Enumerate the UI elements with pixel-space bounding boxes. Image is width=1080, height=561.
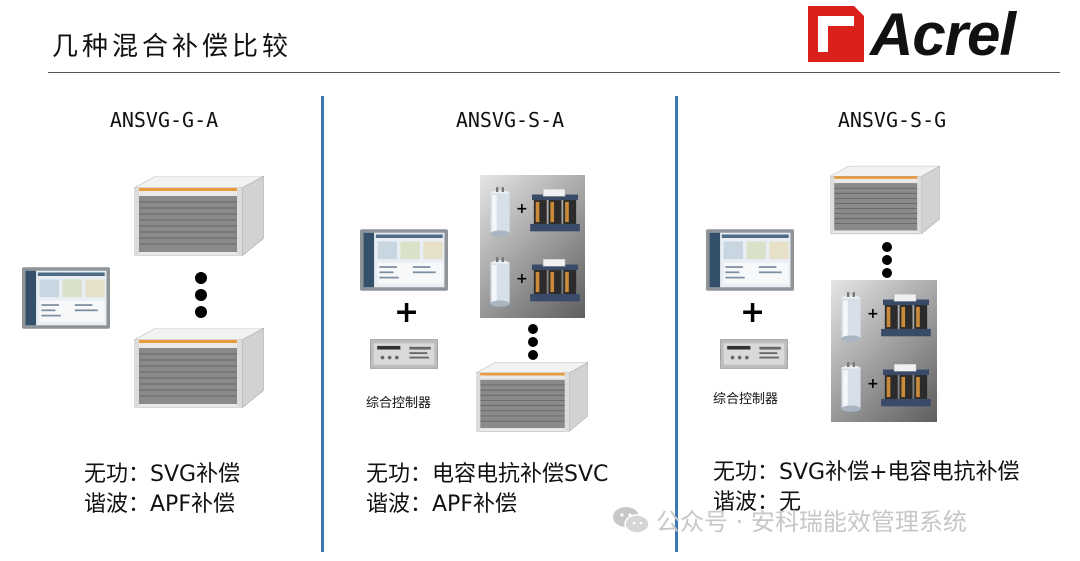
column-divider: [675, 96, 678, 552]
capacitor-icon: [839, 292, 863, 342]
acrel-logo-icon: [808, 6, 864, 62]
column-divider: [321, 96, 324, 552]
column-title-ansvg-g-a: ANSVG-G-A: [109, 108, 219, 132]
capacitor-icon: [488, 257, 512, 307]
reactor-icon: [530, 189, 580, 235]
plus-icon: +: [867, 376, 879, 392]
plus-icon: +: [867, 306, 879, 322]
reactor-icon: [881, 364, 931, 410]
reactive-compensation-text: 无功：电容电抗补偿SVC: [366, 462, 609, 487]
continuation-dot: [195, 272, 207, 284]
controller-label: 综合控制器: [713, 392, 779, 407]
reactor-icon: [530, 259, 580, 305]
harmonic-compensation-text: 谐波：APF补偿: [84, 492, 235, 517]
reactive-compensation-text: 无功：SVG补偿: [84, 462, 241, 487]
continuation-dot: [882, 242, 892, 252]
logo-text: Acrel: [870, 1, 1016, 68]
watermark: 公众号 · 安科瑞能效管理系统: [612, 502, 967, 537]
touch-screen-hmi: [22, 267, 110, 329]
harmonic-compensation-text: 谐波：APF补偿: [366, 492, 517, 517]
plus-icon: +: [516, 201, 528, 217]
column-title-ansvg-s-g: ANSVG-S-G: [837, 108, 947, 132]
harmonic-compensation-text: 谐波：无: [713, 490, 802, 515]
integrated-controller: [370, 336, 438, 372]
title-rule: [48, 72, 1060, 73]
column-title-ansvg-s-a: ANSVG-S-A: [455, 108, 565, 132]
svg-cabinet: [134, 328, 264, 408]
integrated-controller: [720, 336, 788, 372]
svg-cabinet: [134, 176, 264, 256]
continuation-dot: [195, 306, 207, 318]
plus-icon: +: [740, 295, 766, 330]
continuation-dot: [528, 324, 538, 334]
plus-icon: +: [516, 271, 528, 287]
continuation-dot: [195, 289, 207, 301]
capacitor-icon: [488, 187, 512, 237]
continuation-dot: [528, 337, 538, 347]
touch-screen-hmi: [706, 229, 794, 291]
acrel-logo: Acrel: [808, 1, 1064, 68]
touch-screen-hmi: [360, 229, 448, 291]
watermark-text: 公众号 · 安科瑞能效管理系统: [656, 508, 967, 536]
controller-label: 综合控制器: [366, 396, 432, 411]
capacitor-reactor-panel: + +: [831, 280, 937, 422]
capacitor-icon: [839, 362, 863, 412]
page-title: 几种混合补偿比较: [52, 32, 293, 62]
continuation-dot: [528, 350, 538, 360]
wechat-icon: [613, 506, 650, 534]
continuation-dot: [882, 255, 892, 265]
svg-cabinet: [476, 362, 588, 432]
capacitor-reactor-panel: + +: [480, 175, 585, 318]
reactor-icon: [881, 294, 931, 340]
continuation-dot: [882, 268, 892, 278]
plus-icon: +: [394, 295, 420, 330]
svg-cabinet: [830, 165, 940, 235]
reactive-compensation-text: 无功：SVG补偿+电容电抗补偿: [713, 460, 1020, 485]
